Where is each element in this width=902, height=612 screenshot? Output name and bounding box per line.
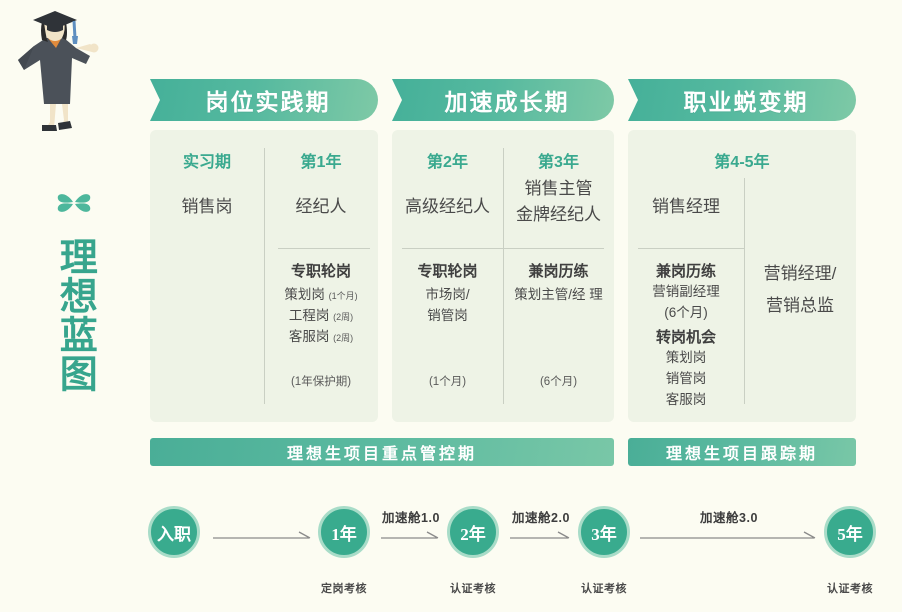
stage-banner-2: 加速成长期 — [392, 79, 614, 121]
stage-banner-1: 岗位实践期 — [150, 79, 378, 121]
brand-block: 理想蓝图 — [0, 185, 148, 398]
card2-colB-head: 第3年 — [538, 154, 579, 171]
card1-colB-rule — [278, 248, 370, 249]
timeline-node-1[interactable]: 1年 — [318, 506, 370, 558]
card1-colA-head: 实习期 — [182, 154, 231, 171]
card1-colA-role: 销售岗 — [181, 197, 233, 216]
card3-colA-items2: 策划岗 销管岗 客服岗 — [628, 348, 744, 411]
timeline-node-2[interactable]: 2年 — [447, 506, 499, 558]
stage-card-2: 第2年 高级经纪人 专职轮岗 市场岗/ 销管岗 (1个月) 第3年 销售主管 金… — [392, 130, 614, 422]
card1-colB-head: 第1年 — [300, 154, 342, 171]
card3-colA-role: 销售经理 — [652, 197, 720, 216]
card3-left-rule — [638, 248, 744, 249]
timeline-node-0-label: 入职 — [157, 524, 191, 544]
card2-colA-subhead: 专职轮岗 — [417, 263, 478, 280]
graduate-figure-icon — [18, 11, 99, 131]
stage-banner-1-label: 岗位实践期 — [205, 90, 331, 115]
card2-colB-note: (6个月) — [539, 376, 578, 388]
timeline-caption-1: 定岗考核 — [321, 583, 367, 595]
card3-head: 第4-5年 — [714, 154, 770, 171]
card3-colB-role: 营销经理/ 营销总监 — [763, 264, 837, 316]
stage-banner-3-label: 职业蜕变期 — [683, 90, 809, 115]
timeline-arrow-label-2: 加速舱2.0 — [512, 511, 570, 525]
phase-bar-2-label: 理想生项目跟踪期 — [665, 446, 818, 463]
timeline-arrow-label-3: 加速舱3.0 — [700, 511, 758, 525]
card2-col-divider — [503, 148, 504, 404]
timeline-caption-2: 认证考核 — [450, 583, 496, 595]
card2-colB-items: 策划主管/经 理 — [503, 285, 614, 306]
timeline-node-4[interactable]: 5年 — [824, 506, 876, 558]
brand-title: 理想蓝图 — [53, 237, 96, 393]
left-rail: 理想蓝图 — [0, 0, 148, 612]
list-item: 营销副经理 — [652, 284, 720, 299]
card2-colB-role: 销售主管 金牌经纪人 — [516, 179, 601, 225]
list-item: 市场岗/ — [425, 287, 470, 302]
timeline-node-1-label: 1年 — [331, 524, 357, 544]
timeline-arrow-0 — [213, 531, 313, 543]
card3-col-divider — [744, 178, 745, 404]
timeline-caption-3: 认证考核 — [581, 583, 627, 595]
phase-bar-2: 理想生项目跟踪期 — [628, 438, 856, 466]
list-item: 客服岗 — [665, 391, 707, 407]
timeline-arrow-2 — [510, 531, 572, 543]
timeline-node-0[interactable]: 入职 — [148, 506, 200, 558]
phase-bar-1-label: 理想生项目重点管控期 — [286, 446, 477, 463]
list-item: 销管岗 — [665, 370, 707, 386]
timeline-arrow-label-1: 加速舱1.0 — [382, 511, 440, 525]
card2-mid-rule — [402, 248, 604, 249]
card3-colA-subhead2: 转岗机会 — [655, 329, 716, 346]
list-item: 销管岗 — [427, 307, 468, 323]
list-item: (6个月) — [664, 304, 708, 320]
timeline-node-3[interactable]: 3年 — [578, 506, 630, 558]
timeline-arrow-1 — [381, 531, 441, 543]
stage-card-3: 第4-5年 销售经理 兼岗历练 营销副经理 (6个月) 转岗机会 策划岗 销管岗… — [628, 130, 856, 422]
timeline-arrow-3 — [640, 531, 818, 543]
timeline-caption-4: 认证考核 — [827, 583, 873, 595]
card2-colA-role: 高级经纪人 — [405, 197, 490, 216]
card2-colA-note: (1个月) — [428, 376, 467, 388]
timeline-node-4-label: 5年 — [837, 524, 863, 544]
card1-col-divider — [264, 148, 265, 404]
card3-colA-subhead: 兼岗历练 — [655, 263, 716, 280]
card1-colB-subhead: 专职轮岗 — [290, 263, 351, 280]
list-item: 策划岗 — [665, 350, 707, 365]
card1-colB-role: 经纪人 — [295, 197, 347, 216]
stage-banner-2-label: 加速成长期 — [444, 90, 570, 115]
card1-colB-note: (1年保护期) — [290, 376, 352, 388]
phase-bar-1: 理想生项目重点管控期 — [150, 438, 614, 466]
list-item: 策划岗 (1个月) — [284, 287, 358, 302]
stage-banner-3: 职业蜕变期 — [628, 79, 856, 121]
stage-card-1: 实习期 销售岗 第1年 经纪人 专职轮岗 策划岗 (1个月) 工程岗 (2周) … — [150, 130, 378, 422]
card2-colB-subhead: 兼岗历练 — [528, 263, 589, 280]
clover-icon — [57, 194, 91, 212]
card1-colB-items: 策划岗 (1个月) 工程岗 (2周) 客服岗 (2周) — [264, 285, 378, 348]
card3-colA-items: 营销副经理 (6个月) — [628, 282, 744, 324]
list-item: 客服岗 (2周) — [288, 328, 354, 344]
timeline-node-3-label: 3年 — [591, 524, 617, 544]
card2-colA-head: 第2年 — [427, 154, 468, 171]
list-item: 工程岗 (2周) — [288, 307, 354, 323]
card2-colA-items: 市场岗/ 销管岗 — [392, 285, 503, 327]
timeline-node-2-label: 2年 — [460, 524, 486, 544]
list-item: 策划主管/经 理 — [514, 287, 603, 302]
